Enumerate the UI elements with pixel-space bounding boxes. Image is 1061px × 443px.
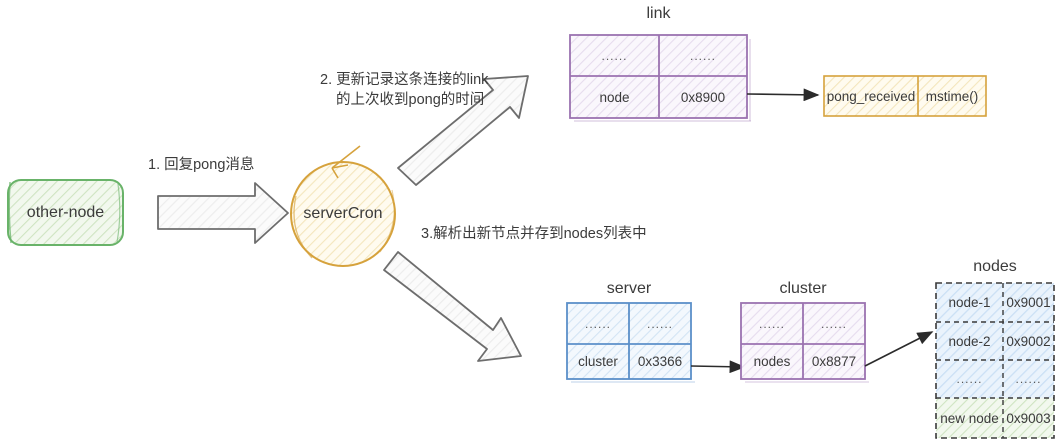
- pong-received-value: mstime(): [925, 88, 979, 104]
- step-2-label-line2: 的上次收到pong的时间: [336, 92, 485, 108]
- connector-server-to-cluster: [690, 360, 746, 374]
- step-1-label: 1. 回复pong消息: [148, 157, 255, 173]
- link-cell-r0-value: ......: [689, 48, 716, 63]
- nodes-cell-r1-value: 0x9002: [1006, 333, 1051, 349]
- other-node-label[interactable]: other-node: [26, 203, 105, 221]
- server-cron-label[interactable]: serverCron: [303, 205, 383, 222]
- link-cell-r1-key: node: [599, 89, 630, 105]
- cluster-table-title: cluster: [779, 280, 827, 297]
- connector-link-to-pong: [746, 88, 820, 102]
- step-2-label-line1: 2. 更新记录这条连接的link: [320, 72, 489, 88]
- step3-block-arrow: [383, 251, 522, 362]
- nodes-cell-r2-value: ......: [1015, 372, 1042, 386]
- link-cell-r0-key: ......: [601, 48, 628, 63]
- pong-received-key: pong_received: [826, 88, 916, 104]
- nodes-cell-r3-key: new node: [940, 410, 999, 426]
- server-cell-r0-value: ......: [646, 316, 673, 331]
- server-table-title: server: [606, 280, 652, 297]
- nodes-cell-r0-key: node-1: [948, 295, 991, 310]
- cluster-cell-r1-value: 0x8877: [811, 354, 857, 369]
- connector-cluster-to-nodes: [864, 331, 934, 367]
- step1-block-arrow: [157, 182, 289, 244]
- link-table-title: link: [646, 5, 671, 22]
- nodes-cell-r3-value: 0x9003: [1006, 410, 1051, 426]
- server-cell-r0-key: ......: [584, 316, 611, 331]
- nodes-cell-r0-value: 0x9001: [1006, 295, 1051, 310]
- cluster-cell-r1-key: nodes: [753, 354, 791, 369]
- step-3-label: 3.解析出新节点并存到nodes列表中: [421, 226, 647, 242]
- server-cell-r1-value: 0x3366: [637, 354, 683, 369]
- cluster-cell-r0-value: ......: [820, 316, 847, 331]
- nodes-cell-r1-key: node-2: [948, 333, 991, 349]
- link-cell-r1-value: 0x8900: [680, 89, 726, 105]
- nodes-table-title: nodes: [973, 258, 1017, 275]
- server-cell-r1-key: cluster: [578, 354, 618, 369]
- nodes-cell-r2-key: ......: [956, 372, 983, 386]
- cluster-cell-r0-key: ......: [758, 316, 785, 331]
